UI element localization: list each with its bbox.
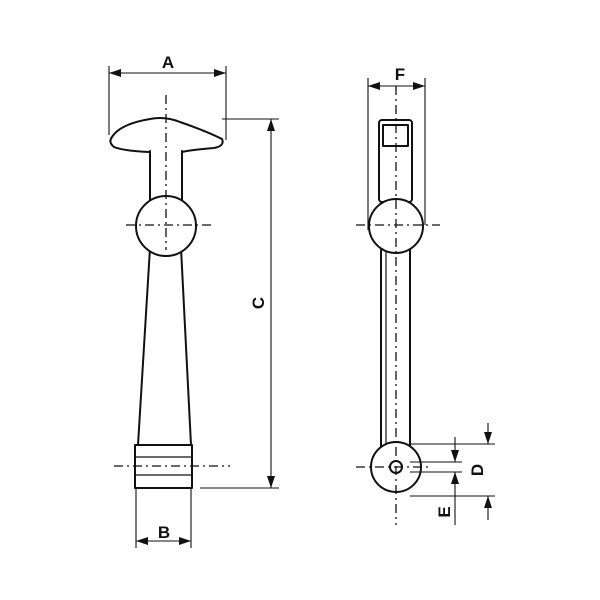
dimension-d: D <box>410 423 495 520</box>
label-e: E <box>435 506 454 517</box>
label-a: A <box>162 53 174 72</box>
label-d: D <box>468 464 487 476</box>
front-shank <box>137 247 192 446</box>
label-b: B <box>158 523 170 542</box>
side-view <box>356 86 440 525</box>
dimension-b: B <box>135 488 192 548</box>
dimension-c: C <box>200 118 279 489</box>
front-end-cap <box>134 444 193 489</box>
label-f: F <box>395 65 405 84</box>
dimension-a: A <box>108 53 227 140</box>
dimension-e: E <box>410 437 462 525</box>
front-view <box>109 95 230 489</box>
dimension-f: F <box>367 65 426 230</box>
label-c: C <box>249 297 268 309</box>
